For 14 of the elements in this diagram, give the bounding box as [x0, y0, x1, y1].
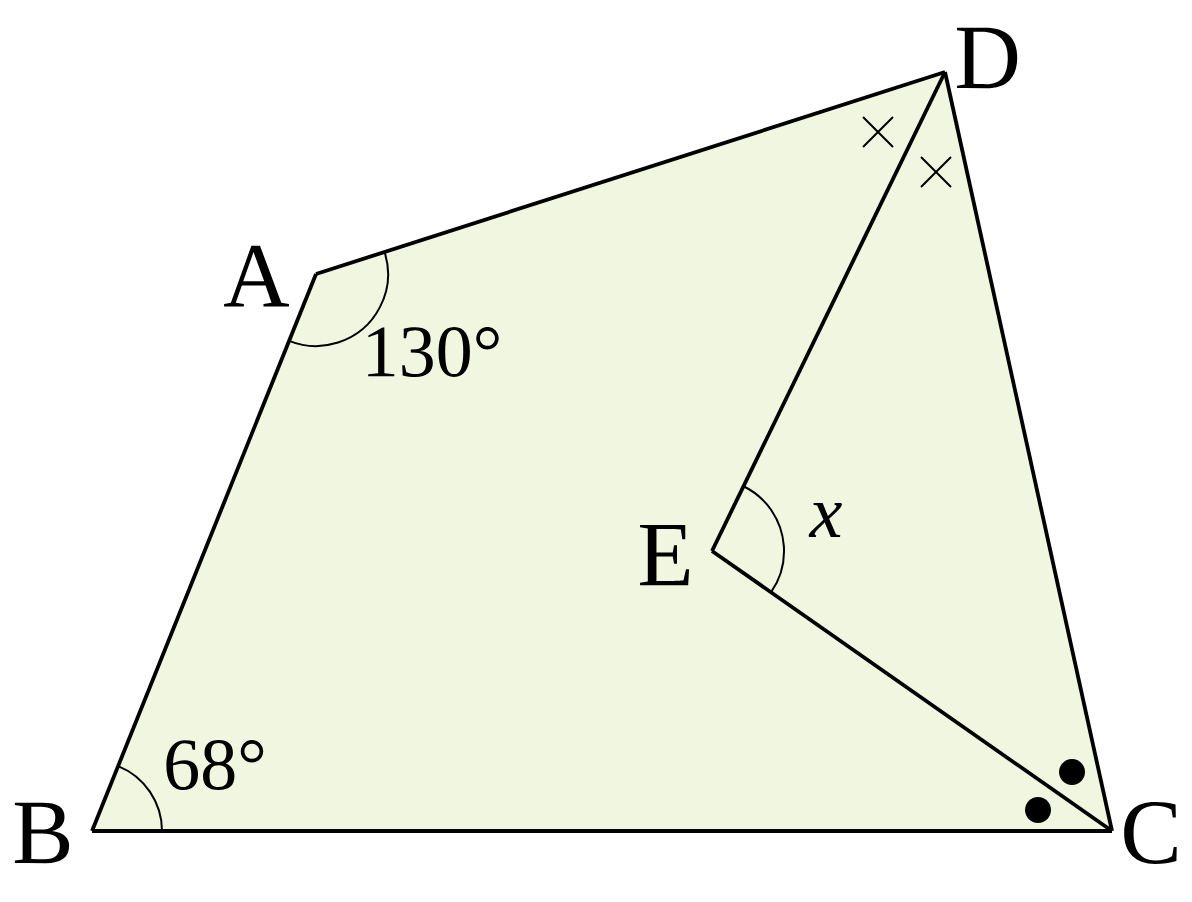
line-segment	[710, 549, 1114, 833]
vertex-label: E	[640, 524, 690, 586]
angle-label: x	[808, 503, 842, 537]
vertex-label: A	[224, 245, 289, 307]
angle-label: 130°	[368, 327, 499, 377]
line-segment	[710, 71, 947, 552]
line-segment	[315, 70, 946, 276]
line-segment	[943, 71, 1114, 832]
line-segment	[90, 273, 318, 832]
vertex-label: C	[1124, 802, 1177, 864]
vertex-label: D	[957, 27, 1018, 89]
line-segment	[92, 829, 1112, 833]
angle-label: 68°	[166, 740, 264, 790]
vertex-label: B	[14, 802, 70, 864]
